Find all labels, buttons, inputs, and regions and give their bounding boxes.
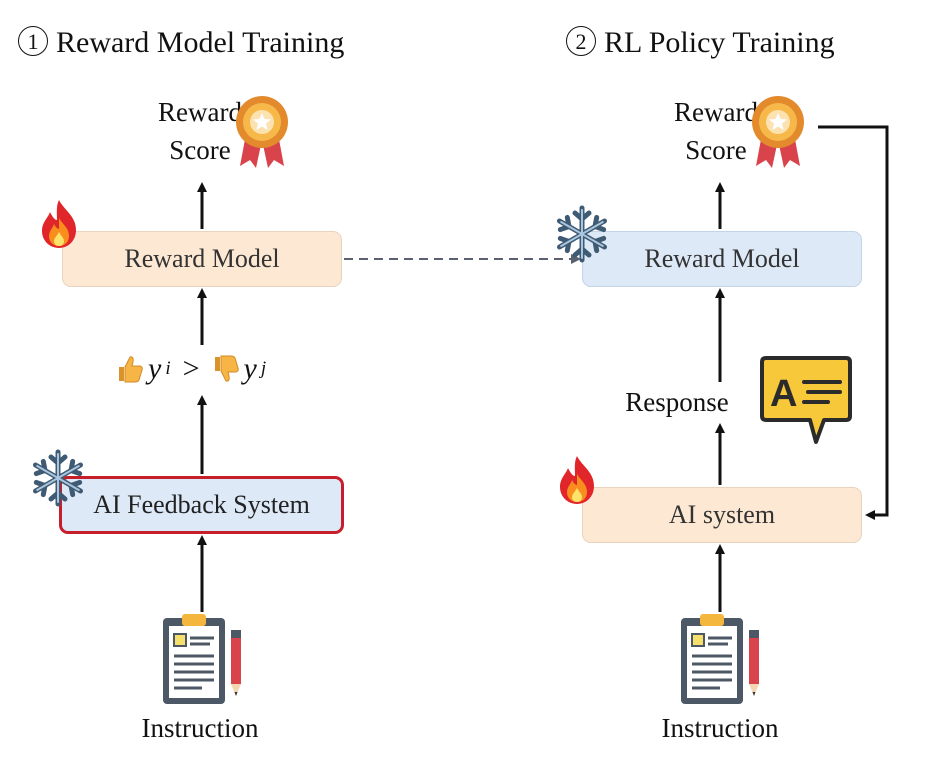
reward-label-line1: Reward [674, 97, 758, 127]
ai-feedback-system-box: AI Feedback System [59, 476, 344, 534]
ai-system-box: AI system [582, 487, 862, 543]
pencil-icon [231, 630, 241, 696]
reward-feedback-loop [818, 125, 889, 520]
snowflake-icon [556, 205, 608, 263]
left-instruction-label: Instruction [141, 713, 259, 743]
pencil-icon [749, 630, 759, 696]
pref-var-right: y [243, 352, 257, 385]
left-reward-model-box: Reward Model [62, 231, 342, 287]
response-label: Response [625, 387, 729, 417]
step-number: 2 [566, 26, 596, 56]
snowflake-icon [32, 449, 84, 507]
clipboard-icon [163, 614, 225, 704]
medal-icon [752, 96, 804, 168]
pref-operator: > [182, 352, 200, 385]
right-title-text: RL Policy Training [604, 26, 835, 59]
fire-icon [560, 456, 594, 504]
right-instruction-label: Instruction [661, 713, 779, 743]
left-panel-title: 1 Reward Model Training [18, 26, 344, 60]
reward-label-line2: Score [685, 134, 747, 165]
right-reward-model-box: Reward Model [582, 231, 862, 287]
pref-sub-right: j [260, 358, 267, 379]
left-title-text: Reward Model Training [56, 26, 345, 59]
thumbs-down-icon [214, 355, 239, 382]
clipboard-icon [681, 614, 743, 704]
step-number: 1 [18, 26, 48, 56]
svg-text:A: A [770, 373, 797, 415]
reward-label-line2: Score [169, 134, 231, 165]
chat-bubble-icon: A [760, 356, 852, 444]
thumbs-up-icon [119, 356, 143, 383]
left-reward-score-label: Reward Score [110, 94, 290, 170]
pref-var-left: y [148, 352, 162, 385]
fire-icon [42, 200, 76, 248]
medal-icon [236, 96, 288, 168]
pref-sub-left: i [165, 358, 171, 379]
right-reward-score-label: Reward Score [626, 94, 806, 170]
reward-label-line1: Reward [158, 97, 242, 127]
right-panel-title: 2 RL Policy Training [566, 26, 835, 60]
